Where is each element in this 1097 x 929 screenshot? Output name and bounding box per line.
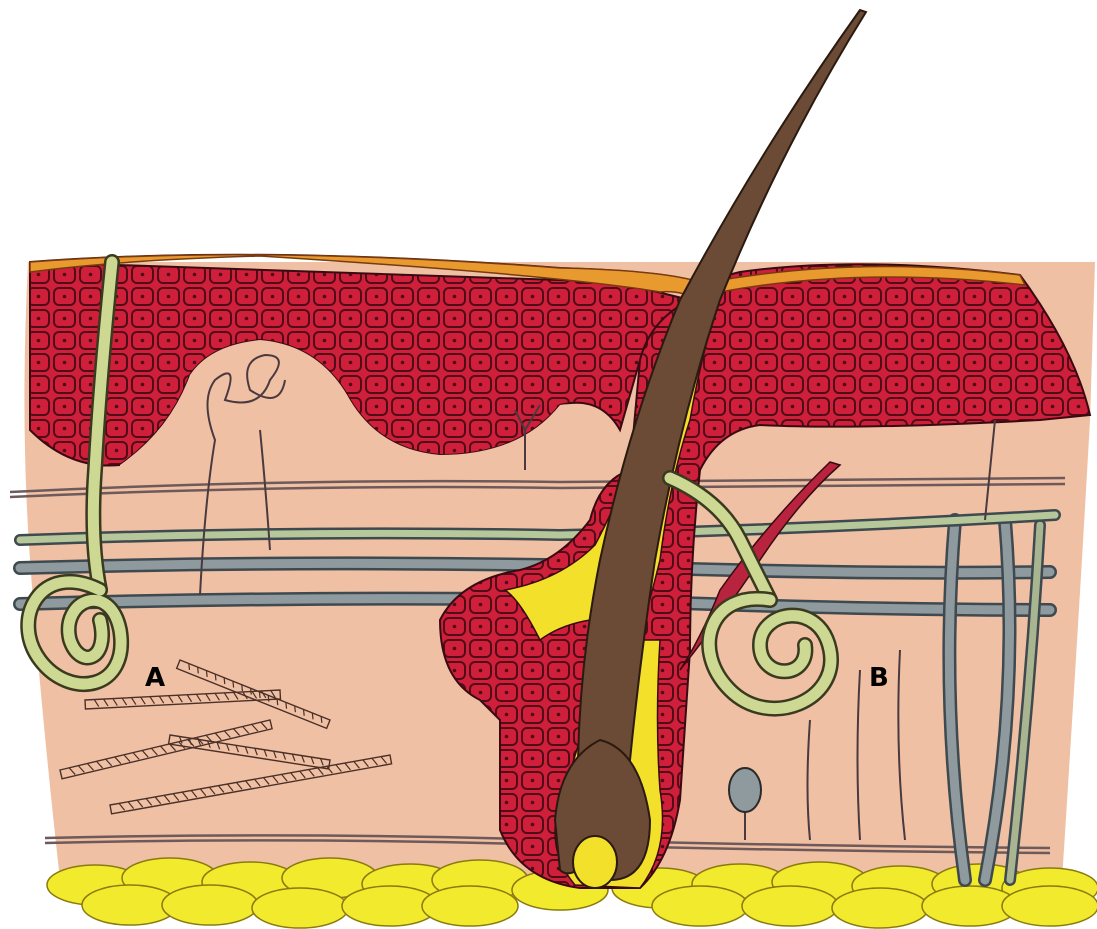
fat-lobule — [652, 886, 748, 926]
fat-lobule — [1002, 886, 1097, 926]
fat-lobule — [252, 888, 348, 928]
label-b: B — [869, 663, 889, 693]
pacinian-corpuscle — [729, 768, 761, 812]
fat-lobule — [162, 885, 258, 925]
fat-lobule — [832, 888, 928, 928]
label-a: A — [145, 663, 165, 693]
fat-lobule — [422, 886, 518, 926]
fat-lobule — [742, 886, 838, 926]
hair-papilla — [573, 836, 617, 888]
